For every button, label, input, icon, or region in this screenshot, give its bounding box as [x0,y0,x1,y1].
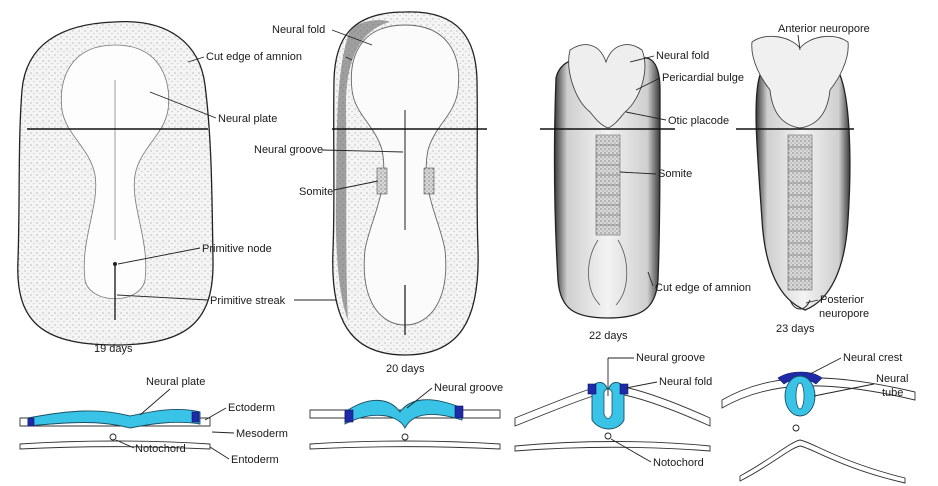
label-primitive-node: Primitive node [202,243,272,255]
label-neural-plate-19: Neural plate [218,113,277,125]
somites-left-20 [376,167,388,195]
embryo-22-days: Neural fold Pericardial bulge Otic placo… [540,44,751,342]
label-somite-22: Somite [658,168,692,180]
notochord-s1 [109,433,117,441]
embryo-20-days: Neural fold Neural groove Somite 20 days [254,11,487,375]
neural-folds-head-22 [568,44,646,129]
somites-column-22 [595,134,621,236]
age-label-20: 20 days [386,363,425,375]
amnion-dark-rim-20 [335,20,390,320]
s3-label-neural-fold: Neural fold [659,376,712,388]
section-1-neural-plate: Neural plate Ectoderm Mesoderm Notochord… [19,376,288,466]
label-neural-fold-22: Neural fold [656,50,709,62]
entoderm-s4 [739,439,906,484]
s3-label-notochord: Notochord [653,457,704,469]
label-anterior-neuropore: Anterior neuropore [778,23,870,35]
caudal-open-folds-22 [588,239,628,306]
neural-crest-right-s2 [454,405,464,419]
neural-crest-left-s2 [344,409,354,423]
s4-label-neural-tube-2: tube [882,387,903,399]
section-4-neural-tube: Neural crest Neural tube [721,352,916,484]
entoderm-s1 [19,440,211,450]
neural-tube-lumen-s4 [795,382,805,410]
label-cut-edge-amnion-19: Cut edge of amnion [206,51,302,63]
s1-label-entoderm: Entoderm [231,454,279,466]
embryo-23-days: Anterior neuropore Posterior neuropore 2… [736,23,870,335]
neural-crest-right-s3 [619,383,629,395]
primitive-node-dot [113,262,117,266]
label-neural-groove-20: Neural groove [254,144,323,156]
s1-label-mesoderm: Mesoderm [236,428,288,440]
section-2-neural-groove: Neural groove [309,382,503,450]
somites-column-23 [787,134,813,291]
age-label-19: 19 days [94,343,133,355]
label-otic-placode: Otic placode [668,115,729,127]
section-3-neural-fold: Neural groove Neural fold Notochord [514,352,712,469]
somites-right-20 [423,167,435,195]
embryo-19-days: Cut edge of amnion Neural plate Primitiv… [17,20,404,355]
label-posterior-neuropore-1: Posterior [820,294,864,306]
s3-label-neural-groove: Neural groove [636,352,705,364]
s2-label-neural-groove: Neural groove [434,382,503,394]
ectoderm-strip-s3 [514,385,601,427]
age-label-23: 23 days [776,323,815,335]
label-primitive-streak: Primitive streak [210,295,286,307]
ectoderm-strip-s3-right [619,385,711,427]
label-somite-20: Somite [299,186,333,198]
neural-groove-cavity-s3 [603,388,613,419]
notochord-s3 [604,432,612,440]
neural-crest-left-s3 [587,383,597,395]
notochord-s2 [401,433,409,441]
s4-label-neural-crest: Neural crest [843,352,902,364]
neural-plate-s2 [344,399,463,430]
s1-label-neural-plate: Neural plate [146,376,205,388]
neural-crest-right-s1 [191,411,200,423]
label-pericardial-bulge: Pericardial bulge [662,72,744,84]
label-cut-edge-amnion-22: Cut edge of amnion [655,282,751,294]
label-posterior-neuropore-2: neuropore [819,308,869,320]
s1-label-notochord: Notochord [135,443,186,455]
age-label-22: 22 days [589,330,628,342]
notochord-s4 [792,424,800,432]
entoderm-s3 [514,441,711,452]
s1-label-ectoderm: Ectoderm [228,402,275,414]
neural-crest-left-s1 [27,417,35,427]
label-neural-fold-20: Neural fold [272,24,325,36]
entoderm-s2 [309,440,501,450]
neural-plate-s1 [27,409,201,429]
s4-label-neural-tube-1: Neural [876,373,908,385]
